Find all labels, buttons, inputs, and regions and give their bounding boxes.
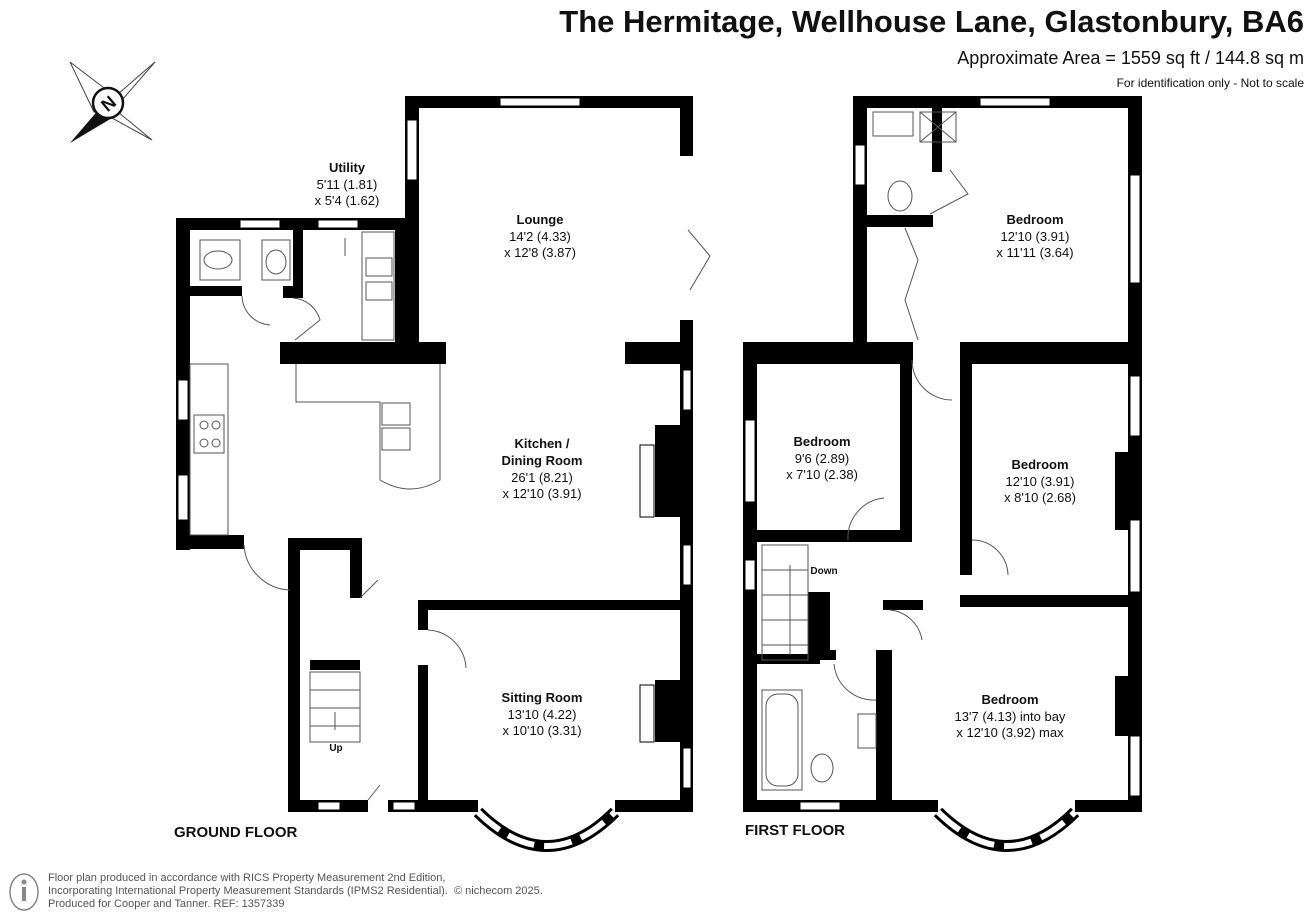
room-name-bedroom: Bedroom: [1006, 212, 1063, 227]
toilet-icon: [203, 250, 233, 270]
room-name-bedroom: Bedroom: [793, 434, 850, 449]
room-dim-lounge: x 12'8 (3.87): [504, 245, 576, 260]
basin-icon: [872, 111, 914, 137]
room-name-utility: Utility: [329, 160, 366, 175]
bifold-door-icon: [687, 229, 711, 291]
stairs-down-label: Down: [810, 566, 837, 577]
ground-fixtures: [189, 229, 711, 801]
basin-icon: [265, 249, 287, 275]
room-dim-bedroom: 9'6 (2.89): [795, 451, 850, 466]
room-dim-sitting: x 10'10 (3.31): [502, 723, 581, 738]
room-name-lounge: Lounge: [517, 212, 564, 227]
room-dim-bedroom: 12'10 (3.91): [1006, 474, 1075, 489]
drainer-icon: [365, 257, 393, 277]
door-swing-icon: [292, 297, 321, 341]
shower-icon: [919, 111, 957, 143]
toilet-icon: [887, 180, 913, 212]
sink-icon: [381, 427, 411, 451]
first-floor-label: FIRST FLOOR: [745, 822, 845, 839]
info-icon: [9, 873, 39, 911]
ground-room-labels: Utility 5'11 (1.81) x 5'4 (1.62) Lounge …: [315, 160, 583, 754]
room-dim-bedroom: 12'10 (3.91): [1001, 229, 1070, 244]
approximate-area: Approximate Area = 1559 sq ft / 144.8 sq…: [957, 48, 1304, 68]
room-name-bedroom: Bedroom: [981, 692, 1038, 707]
stairs-icon: [309, 671, 361, 743]
identification-note: For identification only - Not to scale: [1116, 76, 1304, 90]
bath-icon: [761, 689, 803, 791]
toilet-icon: [810, 753, 834, 783]
door-swing-icon: [241, 295, 271, 326]
ground-bay-window: [473, 807, 620, 852]
door-swing-icon: [911, 359, 953, 401]
first-room-labels: Bedroom 12'10 (3.91) x 11'11 (3.64) Bedr…: [786, 212, 1076, 740]
page-title: The Hermitage, Wellhouse Lane, Glastonbu…: [559, 4, 1304, 39]
door-swing-icon: [427, 629, 467, 669]
first-fixtures: [761, 111, 1009, 791]
door-swing-icon: [833, 663, 877, 701]
compass-rose-icon: N: [69, 61, 156, 143]
room-dim-kitchen: x 12'10 (3.91): [502, 486, 581, 501]
basin-icon: [857, 713, 877, 749]
door-swing-icon: [889, 609, 923, 641]
room-dim-bedroom: x 8'10 (2.68): [1004, 490, 1076, 505]
door-swing-icon: [929, 169, 969, 215]
copyright: © nichecom 2025.: [454, 885, 543, 897]
wardrobe-door-icon: [904, 227, 919, 341]
room-name-sitting: Sitting Room: [502, 690, 583, 705]
room-name-kitchen: Dining Room: [502, 453, 583, 468]
footer: Floor plan produced in accordance with R…: [48, 872, 543, 911]
door-swing-icon: [847, 497, 885, 541]
drainer-icon: [381, 402, 411, 426]
door-swing-icon: [359, 579, 379, 599]
first-floor-walls: [743, 96, 1142, 812]
ground-floor-label: GROUND FLOOR: [174, 824, 298, 841]
room-dim-lounge: 14'2 (4.33): [509, 229, 571, 244]
stairs-icon: [761, 544, 809, 661]
room-dim-utility: x 5'4 (1.62): [315, 193, 380, 208]
room-dim-bedroom: x 11'11 (3.64): [996, 245, 1073, 260]
door-swing-icon: [243, 544, 291, 591]
footer-line: Produced for Cooper and Tanner. REF: 135…: [48, 898, 285, 910]
ground-floor-walls: [176, 96, 693, 812]
room-name-kitchen: Kitchen /: [515, 436, 570, 451]
hob-icon: [193, 414, 225, 454]
room-dim-bedroom: x 7'10 (2.38): [786, 467, 858, 482]
room-dim-kitchen: 26'1 (8.21): [511, 470, 573, 485]
footer-line: Incorporating International Property Mea…: [48, 885, 543, 898]
room-dim-bedroom: 13'7 (4.13) into bay: [955, 709, 1066, 724]
room-dim-utility: 5'11 (1.81): [317, 177, 378, 192]
door-swing-icon: [971, 539, 1009, 576]
first-bay-window: [933, 807, 1080, 852]
door-swing-icon: [367, 784, 381, 801]
footer-standards: Incorporating International Property Mea…: [48, 885, 448, 897]
room-dim-sitting: 13'10 (4.22): [508, 707, 577, 722]
stairs-up-label: Up: [329, 743, 342, 754]
footer-line: Floor plan produced in accordance with R…: [48, 872, 446, 884]
sink-icon: [365, 281, 393, 301]
room-name-bedroom: Bedroom: [1011, 457, 1068, 472]
room-dim-bedroom: x 12'10 (3.92) max: [956, 725, 1064, 740]
